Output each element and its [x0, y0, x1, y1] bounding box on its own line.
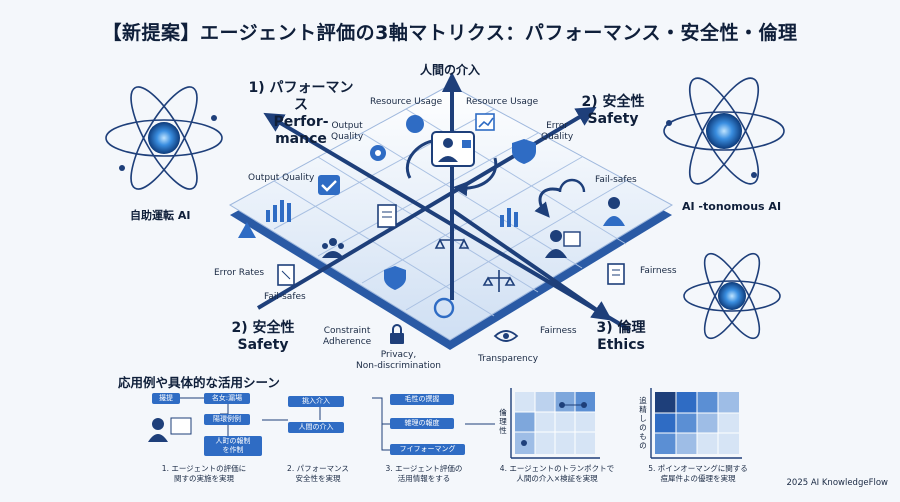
shield-icon	[384, 266, 406, 290]
sync-icon	[433, 297, 455, 319]
id-card-icon	[170, 417, 192, 435]
chart4-ylabel: 倫理性	[499, 408, 507, 435]
metric-fail-safes: Fail-safes	[264, 292, 306, 302]
axis-label-safety-bottom: 2) 安全性 Safety	[231, 320, 295, 353]
atom-icon	[663, 77, 785, 185]
warning-icon	[238, 222, 256, 238]
axis-label-safety-top: 2) 安全性 Safety	[581, 94, 645, 127]
flow1-caption: 1. エージェントの評価に 関すの実施を実現	[161, 464, 247, 483]
chart5-ylabel: 追精しのもの	[639, 396, 647, 450]
document-icon	[377, 204, 397, 228]
checkmark-icon	[318, 175, 340, 195]
document-icon	[277, 264, 295, 286]
atom-icon	[105, 86, 223, 190]
diamond-grid	[273, 108, 627, 317]
bar-chart-icon	[500, 208, 518, 227]
person-icon	[148, 418, 168, 442]
balance-scale-icon	[434, 232, 470, 256]
flow1-box: 撮提	[152, 393, 180, 404]
metric-output-quality: Output Quality	[248, 173, 315, 183]
metric-fairness: Fairness	[640, 266, 677, 276]
metric-transparency: Transparency	[478, 354, 539, 364]
metric-output-quality: Output Quality	[331, 121, 364, 142]
metric-error-quality: Error Quality	[541, 121, 574, 142]
metric-error-rates: Error Rates	[214, 268, 265, 278]
shield-icon	[512, 139, 536, 164]
label-autonomous-ai: AI -tonomous AI	[682, 200, 782, 213]
eye-icon	[493, 330, 519, 342]
metric-resource-usage: Resource Usage	[466, 97, 539, 107]
presenter-icon	[545, 230, 581, 258]
chart4-caption: 4. エージェントのトランポクトで 人間の介入×検証を実現	[499, 464, 615, 483]
bar-chart-icon	[266, 200, 291, 222]
metric-constraint-adherence: Constraint Adherence	[323, 326, 372, 347]
flow3-caption: 3. エージェント評価の 活用情報をする	[385, 464, 463, 483]
credit-text: 2025 AI KnowledgeFlow	[786, 478, 889, 488]
metric-fairness: Fairness	[540, 326, 577, 336]
axis-label-ethics: 3) 倫理 Ethics	[596, 320, 646, 353]
chart5-grid	[650, 388, 742, 459]
metric-resource-usage: Resource Usage	[370, 97, 443, 107]
flow2-caption: 2. パフォーマンス 安全性を実現	[287, 464, 349, 483]
flow1-box: 名女:漏場	[204, 393, 250, 404]
label-self-driving-ai: 自助運転 AI	[130, 209, 191, 222]
tool-icon	[406, 115, 424, 133]
business-person-icon	[603, 197, 625, 226]
lock-icon	[390, 324, 404, 344]
chart4-grid	[510, 388, 600, 459]
flow1-box: 陽環例例	[204, 414, 250, 425]
axis-label-performance: 1) パフォーマンス Perfor- mance	[248, 80, 354, 147]
flow3-box: フイフォーマング	[390, 444, 465, 455]
flow2-box: 挑入介入	[288, 396, 344, 407]
human-operator-icon	[431, 131, 475, 167]
document-icon	[607, 263, 625, 285]
balance-scale-icon	[482, 270, 516, 292]
atom-icon	[683, 252, 781, 340]
page-title: 【新提案】エージェント評価の3軸マトリクス：パフォーマンス・安全性・倫理	[102, 22, 798, 44]
flow1-box: 人町の報制 を作制	[204, 436, 262, 456]
chart5-caption: 5. ポインオーマングに関する 痘犀件よの優理を実現	[648, 464, 748, 483]
people-group-icon	[322, 238, 344, 258]
metric-privacy: Privacy, Non-discrimination	[356, 350, 441, 371]
axis-label-human-intervention: 人間の介入	[420, 63, 481, 77]
flow3-box: 毛性の撰握	[390, 394, 454, 405]
flow2-box: 人間の介入	[288, 422, 344, 433]
flow3-box: 雑理の報度	[390, 418, 454, 429]
examples-title: 応用例や具体的な活用シーン	[118, 375, 280, 390]
gauge-icon	[558, 178, 586, 193]
metric-fail-safes: Fail-safes	[595, 175, 637, 185]
